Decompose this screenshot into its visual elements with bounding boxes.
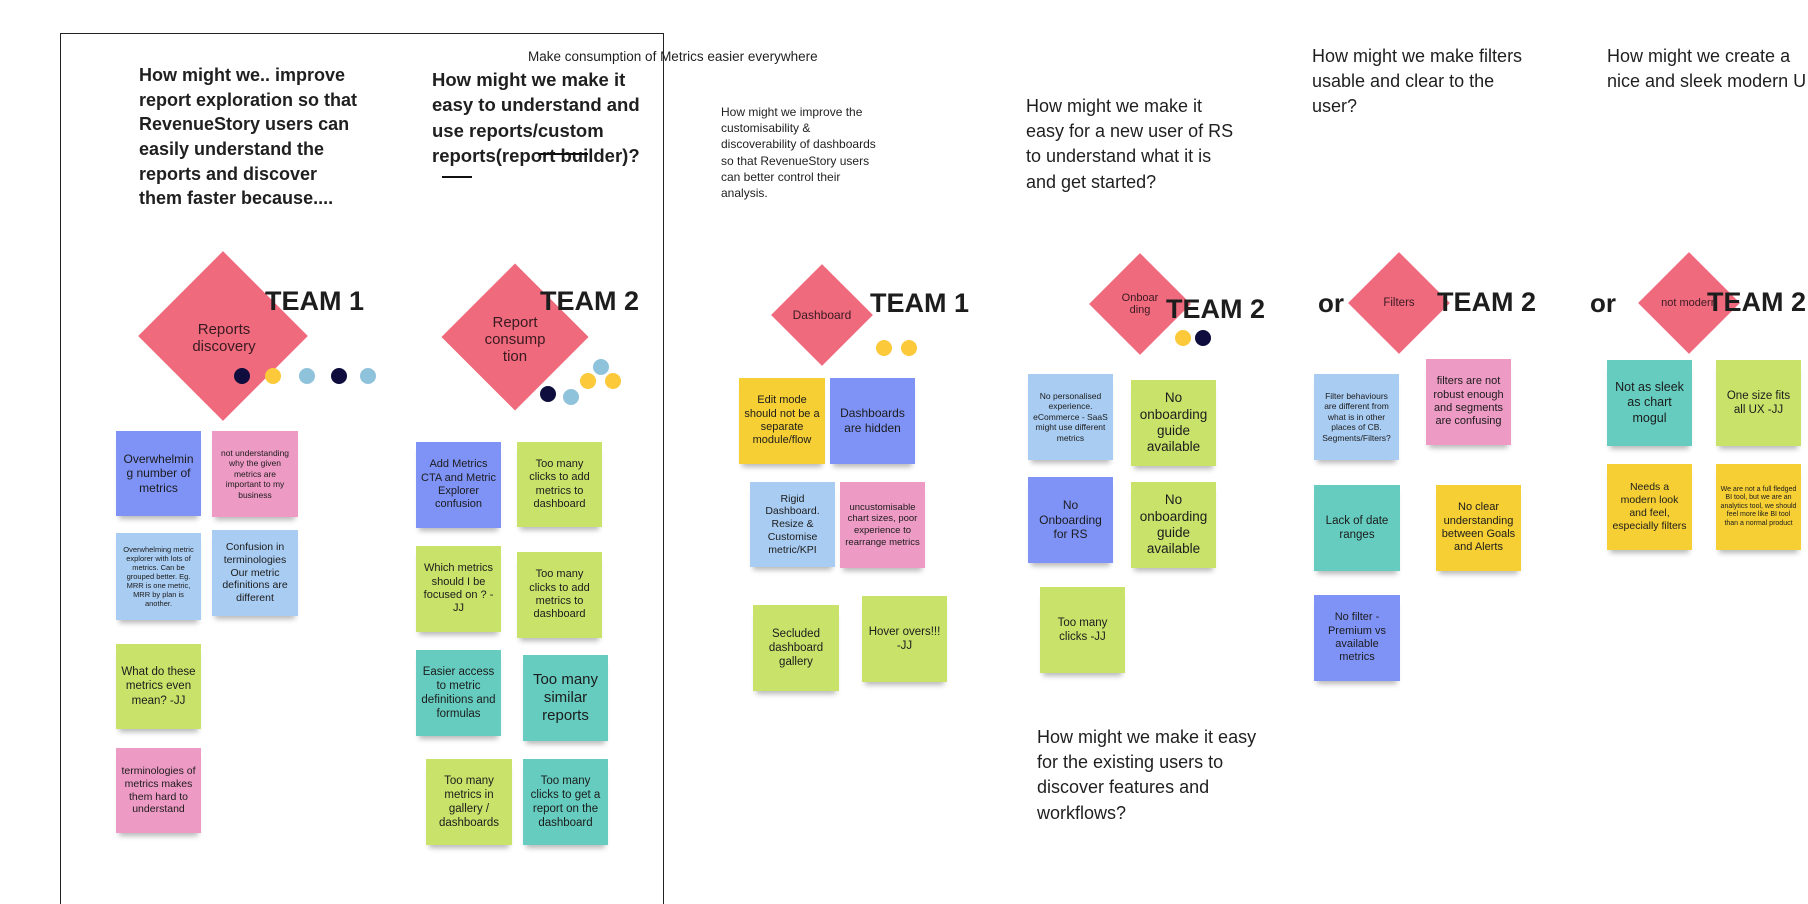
sticky-note[interactable]: Too many clicks to add metrics to dashbo… bbox=[517, 552, 602, 638]
diamond-label-filters: Filters bbox=[1383, 297, 1415, 309]
sticky-note[interactable]: Too many metrics in gallery / dashboards bbox=[426, 759, 512, 845]
sticky-note[interactable]: One size fits all UX -JJ bbox=[1716, 360, 1801, 446]
vote-dot bbox=[580, 373, 596, 389]
sticky-note[interactable]: No personalised experience. eCommerce - … bbox=[1028, 374, 1113, 460]
diamond-label-report-consumption: Report consump tion bbox=[484, 313, 546, 365]
strike-mark-2 bbox=[538, 153, 588, 155]
sticky-note[interactable]: Dashboards are hidden bbox=[830, 378, 915, 464]
vote-dot bbox=[876, 340, 892, 356]
sticky-note[interactable]: Secluded dashboard gallery bbox=[753, 605, 839, 691]
sticky-note[interactable]: Which metrics should I be focused on ? -… bbox=[416, 546, 501, 632]
team-label: TEAM 2 bbox=[1707, 287, 1807, 317]
question-new-user: How might we make it easy for a new user… bbox=[1026, 96, 1234, 192]
sticky-note[interactable]: Too many clicks to get a report on the d… bbox=[523, 759, 608, 845]
question-modern-ui: How might we create a nice and sleek mod… bbox=[1607, 46, 1807, 92]
question-filters: How might we make filters usable and cle… bbox=[1312, 46, 1523, 117]
sticky-note[interactable]: Too many clicks -JJ bbox=[1040, 587, 1125, 673]
sticky-note[interactable]: No onboarding guide available bbox=[1131, 380, 1216, 466]
team-label: TEAM 2 bbox=[540, 286, 640, 316]
sticky-note[interactable]: Overwhelmin g number of metrics bbox=[116, 431, 201, 516]
vote-dot bbox=[1175, 330, 1191, 346]
vote-dot bbox=[901, 340, 917, 356]
sticky-note[interactable]: uncustomisable chart sizes, poor experie… bbox=[840, 482, 925, 568]
sticky-note[interactable]: Too many similar reports bbox=[523, 655, 608, 741]
team-label: TEAM 1 bbox=[870, 288, 970, 318]
vote-dot bbox=[593, 359, 609, 375]
team-label: TEAM 1 bbox=[265, 286, 365, 316]
question-report-understanding: How might we make it easy to understand … bbox=[432, 69, 640, 167]
sticky-note[interactable]: Add Metrics CTA and Metric Explorer conf… bbox=[416, 442, 501, 528]
vote-dot bbox=[605, 373, 621, 389]
sticky-note[interactable]: Edit mode should not be a separate modul… bbox=[739, 378, 825, 464]
sticky-note[interactable]: Overwhelming metric explorer with lots o… bbox=[116, 533, 201, 620]
vote-dot bbox=[265, 368, 281, 384]
or-label: or bbox=[1318, 288, 1344, 318]
or-label: or bbox=[1590, 288, 1616, 318]
sticky-note[interactable]: terminologies of metrics makes them hard… bbox=[116, 748, 201, 833]
section-frame bbox=[60, 33, 664, 904]
sticky-note[interactable]: Not as sleek as chart mogul bbox=[1607, 360, 1692, 446]
sticky-note[interactable]: filters are not robust enough and segmen… bbox=[1426, 359, 1511, 445]
vote-dot bbox=[1195, 330, 1211, 346]
sticky-note[interactable]: No clear understanding between Goals and… bbox=[1436, 485, 1521, 571]
vote-dot bbox=[331, 368, 347, 384]
vote-dot bbox=[299, 368, 315, 384]
diamond-label-onboarding: Onboar ding bbox=[1121, 292, 1159, 316]
sticky-note[interactable]: Easier access to metric definitions and … bbox=[416, 650, 501, 736]
vote-dot bbox=[234, 368, 250, 384]
diamond-label-not-modern: not modern bbox=[1661, 296, 1717, 309]
question-report-exploration: How might we.. improve report exploratio… bbox=[139, 65, 358, 209]
question-existing-users: How might we make it easy for the existi… bbox=[1037, 727, 1257, 823]
team-label: TEAM 2 bbox=[1166, 294, 1266, 324]
vote-dot bbox=[360, 368, 376, 384]
sticky-note[interactable]: Hover overs!!! -JJ bbox=[862, 596, 947, 682]
sticky-note[interactable]: We are not a full fledged BI tool, but w… bbox=[1716, 464, 1801, 550]
sticky-note[interactable]: Lack of date ranges bbox=[1314, 485, 1400, 571]
diamond-label-dashboard: Dashboard bbox=[792, 308, 852, 322]
sticky-note[interactable]: No onboarding guide available bbox=[1131, 482, 1216, 568]
vote-dot bbox=[540, 386, 556, 402]
sticky-note[interactable]: What do these metrics even mean? -JJ bbox=[116, 644, 201, 729]
sticky-note[interactable]: Too many clicks to add metrics to dashbo… bbox=[517, 442, 602, 527]
sticky-note[interactable]: Filter behaviours are different from wha… bbox=[1314, 374, 1399, 460]
diamond-label-reports-discovery: Reports discovery bbox=[192, 321, 256, 355]
strike-mark bbox=[442, 176, 472, 178]
sticky-note[interactable]: Needs a modern look and feel, especially… bbox=[1607, 464, 1692, 550]
team-label: TEAM 2 bbox=[1437, 287, 1537, 317]
sticky-note[interactable]: No filter - Premium vs available metrics bbox=[1314, 595, 1400, 681]
vote-dot bbox=[563, 389, 579, 405]
sticky-note[interactable]: No Onboarding for RS bbox=[1028, 477, 1113, 563]
sticky-note[interactable]: Rigid Dashboard. Resize & Customise metr… bbox=[750, 482, 835, 567]
board-title: Make consumption of Metrics easier every… bbox=[528, 49, 818, 64]
question-dashboards: How might we improve the customisability… bbox=[721, 105, 876, 200]
sticky-note[interactable]: not understanding why the given metrics … bbox=[212, 431, 298, 517]
sticky-note[interactable]: Confusion in terminologies Our metric de… bbox=[212, 530, 298, 616]
